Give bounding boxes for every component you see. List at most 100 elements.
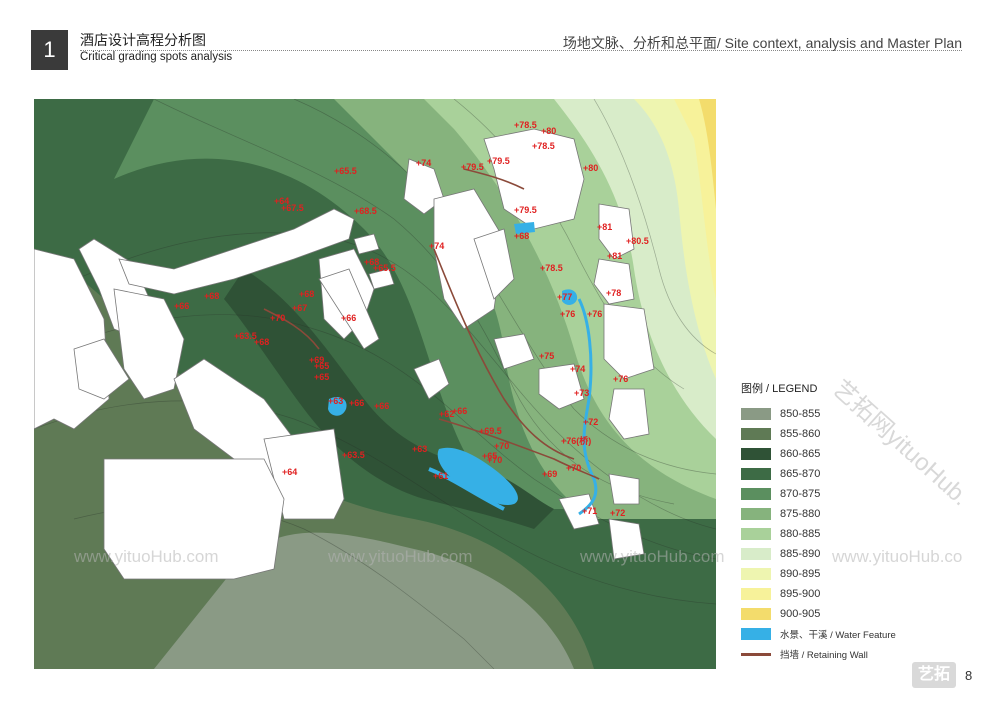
logo-mark: 艺拓: [912, 662, 956, 688]
watermark-far-right: www.yituoHub.co: [832, 547, 963, 566]
band-900-905: [699, 99, 716, 209]
spot-elevation: +76: [613, 374, 628, 384]
building-west-small: [73, 338, 130, 400]
legend-swatch: [741, 568, 771, 580]
legend-item: 890-895: [741, 564, 981, 584]
water-pond-1: [328, 397, 347, 416]
legend-swatch: [741, 608, 771, 620]
spot-elevation: +78.5: [532, 141, 555, 151]
legend-label: 885-890: [780, 548, 821, 560]
spot-elevation: +66: [341, 313, 356, 323]
building-north-corridor: [118, 208, 355, 295]
legend-swatch: [741, 628, 771, 640]
spot-elevation: +81: [607, 251, 622, 261]
building-lobby-annex: [473, 228, 515, 300]
villa-5: [538, 363, 585, 410]
spot-elevation: +74: [429, 241, 444, 251]
spot-elevation-labels: +78.5+80+78.5+74+79.5+79.5+80+81+80.5+81…: [174, 120, 649, 518]
spot-elevation: +79.5: [461, 162, 484, 172]
building-wing-b2: [318, 268, 380, 350]
legend-swatch: [741, 428, 771, 440]
legend-swatch: [741, 652, 771, 656]
watermark-center: www.yituoHub.com: [328, 547, 473, 566]
spot-elevation: +61: [433, 471, 448, 481]
spot-elevation: +65.5: [334, 166, 357, 176]
spot-elevation: +68: [514, 231, 529, 241]
spot-elevation: +78.5: [540, 263, 563, 273]
water-pond-lower: [437, 447, 518, 505]
legend-title: 图例 / LEGEND: [741, 383, 818, 395]
legend-label: 875-880: [780, 508, 821, 520]
building-small-2: [368, 268, 395, 290]
legend-item: 880-885: [741, 524, 981, 544]
spot-elevation: +68: [204, 291, 219, 301]
retaining-wall-3: [263, 308, 320, 350]
legend-item: 865-870: [741, 464, 981, 484]
villa-2: [593, 258, 635, 305]
spot-elevation: +69: [542, 469, 557, 479]
legend-item: 885-890: [741, 544, 981, 564]
spot-elevation: +76: [587, 309, 602, 319]
building-restaurant: [483, 128, 585, 230]
chapter-number-badge: 1: [31, 30, 68, 70]
site-plan-map: +78.5+80+78.5+74+79.5+79.5+80+81+80.5+81…: [34, 99, 716, 669]
spot-elevation: +80: [541, 126, 556, 136]
water-pool-upper: [562, 289, 578, 305]
legend-item: 挡墙 / Retaining Wall: [741, 644, 981, 664]
spot-elevation: +65: [314, 372, 329, 382]
buildings: [34, 128, 655, 580]
legend-label: 860-865: [780, 448, 821, 460]
spot-elevation: +72: [583, 417, 598, 427]
spot-elevation: +78.5: [514, 120, 537, 130]
spot-elevation: +68: [299, 289, 314, 299]
legend-label: 挡墙 / Retaining Wall: [780, 650, 868, 661]
spot-elevation: +65: [482, 451, 497, 461]
legend-item: 860-865: [741, 444, 981, 464]
spot-elevation: +70: [487, 455, 502, 465]
spot-elevation: +64: [274, 196, 289, 206]
spot-elevation: +69.5: [479, 426, 502, 436]
legend-label: 880-885: [780, 528, 821, 540]
spot-elevation: +78: [606, 288, 621, 298]
villa-4: [608, 388, 650, 440]
water-pool-lobby: [514, 222, 535, 234]
legend-swatch: [741, 488, 771, 500]
legend-item: 870-875: [741, 484, 981, 504]
spot-elevation: +65: [314, 361, 329, 371]
legend-item: 850-855: [741, 404, 981, 424]
retaining-wall-2: [438, 418, 600, 480]
water-features: [328, 222, 578, 505]
villa-3: [603, 303, 655, 380]
legend-label: 895-900: [780, 588, 821, 600]
legend-swatch: [741, 528, 771, 540]
legend-item: 875-880: [741, 504, 981, 524]
building-small-1: [353, 233, 380, 255]
spot-elevation: +69: [309, 355, 324, 365]
villa-1: [598, 203, 635, 260]
spot-elevation: +68.5: [354, 206, 377, 216]
legend-label: 900-905: [780, 608, 821, 620]
legend-swatch: [741, 588, 771, 600]
spot-elevation: +70: [270, 313, 285, 323]
legend-item: 水景、干溪 / Water Feature: [741, 624, 981, 644]
watermark-left: www.yituoHub.com: [74, 547, 219, 566]
page-title-cn: 酒店设计高程分析图: [80, 32, 206, 48]
spot-elevation: +73: [574, 388, 589, 398]
retaining-walls: [263, 168, 600, 480]
band-895-900: [674, 99, 716, 299]
villa-9: [608, 473, 640, 505]
spot-elevation: +68: [364, 257, 379, 267]
spot-elevation: +63.5: [342, 450, 365, 460]
spot-elevation: +62: [439, 409, 454, 419]
water-dry-stream: [577, 298, 598, 516]
building-theater-block: [103, 458, 285, 580]
page-number: 8: [965, 668, 973, 683]
spot-elevation: +66: [452, 406, 467, 416]
legend-swatch: [741, 408, 771, 420]
legend-label: 850-855: [780, 408, 821, 420]
spot-elevation: +76: [560, 309, 575, 319]
spot-elevation: +65.5: [373, 263, 396, 273]
spot-elevation: +75: [539, 351, 554, 361]
